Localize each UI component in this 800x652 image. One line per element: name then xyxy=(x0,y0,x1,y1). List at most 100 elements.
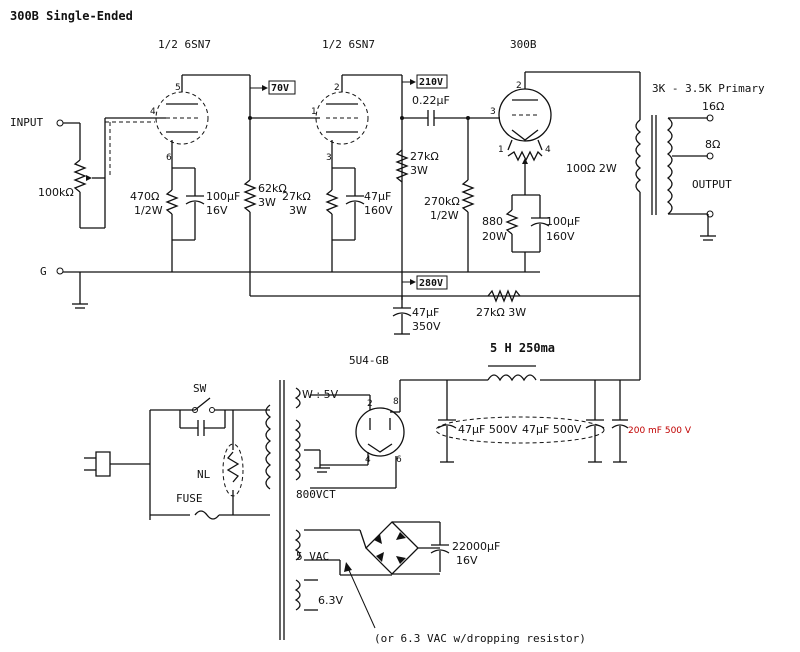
label: 350V xyxy=(412,320,441,333)
cap-group-outline xyxy=(435,416,605,444)
pin-label: 1 xyxy=(311,107,317,117)
output-label: OUTPUT xyxy=(692,178,732,191)
decoupling-resistor xyxy=(487,289,521,303)
pin-label: 2 xyxy=(516,81,522,91)
label: 160V xyxy=(364,204,393,217)
bias-resistor xyxy=(505,209,519,235)
v1-plate-voltage: 70V xyxy=(271,83,289,94)
tube-label-rectifier: 5U4-GB xyxy=(349,354,389,367)
pot-value: 100kΩ xyxy=(38,186,74,199)
fuse xyxy=(194,510,220,520)
power-transformer xyxy=(265,380,301,640)
label: 47μF 500V xyxy=(522,423,582,436)
label: 3W xyxy=(258,196,276,209)
voltage-box xyxy=(416,275,448,290)
cathode-capacitor-v1 xyxy=(185,200,205,205)
output-terminal-common xyxy=(706,210,714,218)
note-label: (or 6.3 VAC w/dropping resistor) xyxy=(374,632,586,645)
label: 100μF xyxy=(546,215,580,228)
cathode-resistor-v2 xyxy=(325,189,339,215)
added-capacitor-note: 200 mF 500 V xyxy=(628,426,692,436)
label: 16V xyxy=(206,204,228,217)
choke-inductor xyxy=(487,374,537,382)
label: 62kΩ xyxy=(258,182,287,195)
plate-resistor-v2 xyxy=(395,149,409,183)
label: 5 VAC xyxy=(296,550,329,563)
mains-plug-icon xyxy=(84,451,150,477)
filter-capacitor-3 xyxy=(611,424,629,429)
label: 270kΩ xyxy=(424,195,460,208)
dc-filter-capacitor xyxy=(430,549,450,554)
input-label: INPUT xyxy=(10,116,43,129)
tube-v2 xyxy=(315,91,369,145)
tube-label-v3: 300B xyxy=(510,38,537,51)
label: 22000μF xyxy=(452,540,500,553)
label: 27kΩ xyxy=(282,190,311,203)
label: 0.22μF xyxy=(412,94,450,107)
pin-label: 4 xyxy=(150,107,156,117)
pin-label: 3 xyxy=(490,107,496,117)
tube-label-v2: 1/2 6SN7 xyxy=(322,38,375,51)
pin-label: 6 xyxy=(396,455,402,465)
ground-label: G xyxy=(40,265,47,278)
label: 16V xyxy=(456,554,478,567)
voltage-box xyxy=(416,74,448,89)
neon-lamp xyxy=(222,443,244,497)
input-terminal xyxy=(56,119,64,127)
decoupling-capacitor xyxy=(392,312,412,317)
filter-capacitor-1 xyxy=(437,424,457,429)
tap-16-label: 16Ω xyxy=(702,100,724,113)
switch-label: SW xyxy=(193,382,207,395)
label: 800VCT xyxy=(296,488,336,501)
plate-resistor-v1 xyxy=(243,179,257,213)
voltage-box xyxy=(268,80,296,95)
input-pot xyxy=(73,159,87,193)
label: 100μF xyxy=(206,190,240,203)
pin-label: 5 xyxy=(175,83,181,93)
pin-label: 4 xyxy=(545,145,551,155)
label: 47μF xyxy=(364,190,391,203)
bias-capacitor xyxy=(530,222,550,227)
ground-terminal xyxy=(56,267,64,275)
power-switch xyxy=(194,397,211,411)
label: 1/2W xyxy=(134,204,163,217)
pin-label: 2 xyxy=(334,83,340,93)
tap-8-label: 8Ω xyxy=(705,138,720,151)
cathode-capacitor-v2 xyxy=(345,200,365,205)
label: 470Ω xyxy=(130,190,159,203)
schematic-title: 300B Single-Ended xyxy=(10,9,133,23)
neon-label: NL xyxy=(197,468,211,481)
label: W : 5V xyxy=(302,388,339,401)
label: 20W xyxy=(482,230,507,243)
grid-resistor xyxy=(461,179,475,213)
label: 27kΩ 3W xyxy=(476,306,526,319)
pin-label: 6 xyxy=(166,153,172,163)
label: 47μF 500V xyxy=(458,423,518,436)
output-transformer xyxy=(635,115,673,215)
bridge-rectifier xyxy=(365,521,419,575)
label: 880 xyxy=(482,215,503,228)
label: 6.3V xyxy=(318,594,343,607)
label: 47μF xyxy=(412,306,439,319)
label: 27kΩ xyxy=(410,150,439,163)
tube-label-v1: 1/2 6SN7 xyxy=(158,38,211,51)
label: 1/2W xyxy=(430,209,459,222)
label: 100Ω 2W xyxy=(566,162,617,175)
choke-label: 5 H 250ma xyxy=(490,341,555,355)
output-terminal-16 xyxy=(706,114,714,122)
cathode-resistor-v1 xyxy=(165,189,179,215)
v2-plate-voltage: 210V xyxy=(419,77,443,88)
pin-label: 1 xyxy=(498,145,504,155)
tube-v3-300b xyxy=(498,88,552,142)
label: 3W xyxy=(410,164,428,177)
label: 160V xyxy=(546,230,575,243)
label: 3W xyxy=(289,204,307,217)
rectifier-tube xyxy=(355,407,405,457)
pin-label: 8 xyxy=(393,397,399,407)
pin-label: 3 xyxy=(326,153,332,163)
fuse-label: FUSE xyxy=(176,492,203,505)
output-terminal-8 xyxy=(706,152,714,160)
primary-label: 3K - 3.5K Primary xyxy=(652,82,765,95)
b-plus-voltage: 280V xyxy=(419,278,443,289)
